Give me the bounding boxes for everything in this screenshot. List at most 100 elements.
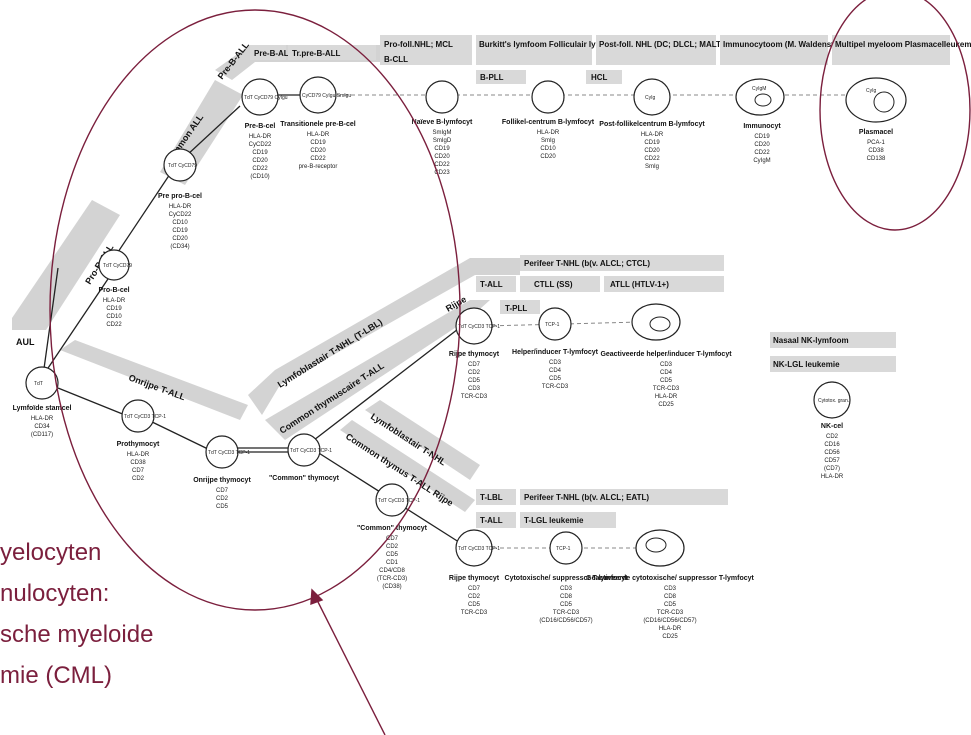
header-perifeer-t-nhl-2: Perifeer T-NHL (b(v. ALCL; EATL) [524, 493, 649, 502]
header-box [476, 489, 516, 505]
marker-lymfoid-stem: CD34 [34, 424, 50, 430]
inner-immunocyt: CyIgM [752, 86, 766, 92]
marker-common-thymocyt-2: CD5 [386, 552, 399, 558]
inner-prothymocyt: TdT CyCD3 TCP-1 [124, 414, 166, 420]
cell-rijpe-thymocyt-2 [455, 529, 493, 567]
header-nasaal-nk: Nasaal NK-lymfoom [773, 336, 849, 345]
header-b-cll: B-CLL [384, 55, 408, 64]
marker-common-thymocyt-2: CD7 [386, 536, 399, 542]
marker-cytotoxic-t: CD8 [560, 594, 573, 600]
nucleus-activated-helper [649, 316, 671, 332]
marker-pre-pro-b: CD19 [172, 228, 188, 234]
marker-follicular-b: CD20 [540, 154, 556, 160]
header-box [832, 35, 950, 65]
cell-label-post-follicular-b: Post-follikelcentrum B-lymfocyt [599, 121, 705, 128]
marker-cytotoxic-t: (CD16/CD56/CD57) [539, 618, 592, 624]
header-post-foll-nhl: Post-foll. NHL (DC; DLCL; MALT; SLVL) [599, 40, 748, 49]
marker-activated-helper: CD4 [660, 370, 673, 376]
marker-transitional: CD19 [310, 140, 326, 146]
marker-pro-b: CD19 [106, 306, 122, 312]
marker-rijpe-thymocyt-1: CD3 [468, 386, 481, 392]
header-box [476, 512, 516, 528]
annotation-line-4: mie (CML) [0, 662, 112, 689]
marker-onrijpe-thymocyt: CD7 [216, 488, 229, 494]
marker-activated-helper: CD3 [660, 362, 673, 368]
marker-naive-b: CD19 [434, 146, 450, 152]
cell-nk [813, 381, 851, 419]
cell-label-prothymocyt: Prothymocyt [117, 441, 160, 448]
header-t-all-1: T-ALL [480, 280, 503, 289]
highlight-ellipse-large [49, 9, 461, 611]
header-box [586, 70, 622, 84]
marker-activated-helper: HLA-DR [655, 394, 678, 400]
header-box [288, 45, 376, 60]
marker-helper-t: TCR-CD3 [542, 384, 569, 390]
marker-rijpe-thymocyt-2: CD2 [468, 594, 481, 600]
marker-onrijpe-thymocyt: CD5 [216, 504, 229, 510]
inner-pre-b: TdT CyCD79 CyIgu [244, 95, 288, 101]
band-label-aul: AUL [16, 337, 35, 347]
cell-cytotoxic-t [549, 531, 583, 565]
marker-pro-b: HLA-DR [103, 298, 126, 304]
marker-common-thymocyt-2: (TCR-CD3) [377, 576, 407, 582]
header-atll: ATLL (HTLV-1+) [610, 280, 669, 289]
nucleus-activated-cytotoxic [645, 537, 667, 553]
marker-pre-b: (CD10) [250, 174, 269, 180]
header-box [604, 276, 724, 292]
header-burkitt: Burkitt's lymfoom Folliculair lymfoom [479, 40, 622, 49]
marker-pre-pro-b: CyCD22 [169, 212, 192, 218]
inner-common-thymocyt-2: TdT CyCD3 TCP-1 [378, 498, 420, 504]
header-perifeer-t-nhl-1: Perifeer T-NHL (b(v. ALCL; CTCL) [524, 259, 650, 268]
marker-naive-b: SmIgD [433, 138, 452, 144]
cell-helper-t [538, 307, 572, 341]
cell-rijpe-thymocyt-1 [455, 307, 493, 345]
header-immunocytoom: Immunocytoom (M. Waldenström) [723, 40, 852, 49]
marker-plasmacel: CD38 [868, 148, 884, 154]
cell-post-follicular [633, 78, 671, 116]
cell-label-helper-t: Helper/inducer T-lymfocyt [512, 349, 599, 356]
inner-pre-pro-b: TdT CyCD79 [168, 163, 197, 169]
header-box [520, 255, 724, 271]
cell-labels: Lymfoïde stamcelHLA-DRCD34(CD117)Pro-B-c… [13, 119, 894, 640]
marker-immunocyt: CyIgM [753, 158, 770, 164]
marker-pre-pro-b: CD10 [172, 220, 188, 226]
marker-immunocyt: CD19 [754, 134, 770, 140]
marker-plasmacel: CD138 [867, 156, 886, 162]
marker-follicular-b: SmIg [541, 138, 555, 144]
cell-onrijpe-thymocyt [205, 435, 239, 469]
header-t-pll: T-PLL [505, 304, 527, 313]
header-box [770, 332, 896, 348]
marker-pre-b: CD20 [252, 158, 268, 164]
band-t-upper [248, 258, 520, 415]
cell-activated-helper [631, 303, 681, 341]
marker-activated-helper: TCR-CD3 [653, 386, 680, 392]
marker-prothymocyt: CD7 [132, 468, 145, 474]
marker-onrijpe-thymocyt: CD2 [216, 496, 229, 502]
cell-label-naive-b: Naïeve B-lymfocyt [412, 119, 473, 126]
header-box [770, 356, 896, 372]
marker-naive-b: CD20 [434, 154, 450, 160]
header-ctll: CTLL (SS) [534, 280, 573, 289]
disease-headers: Pre-B-ALL Tr.pre-B-ALL Pro-foll.NHL; MCL… [250, 35, 971, 528]
cell-label-transitional: Transitionele pre-B-cel [280, 121, 356, 128]
marker-cytotoxic-t: CD3 [560, 586, 573, 592]
marker-pro-b: CD22 [106, 322, 122, 328]
marker-rijpe-thymocyt-1: TCR-CD3 [461, 394, 488, 400]
marker-common-thymocyt-2: CD2 [386, 544, 399, 550]
marker-pre-pro-b: (CD34) [170, 244, 189, 250]
highlight-ellipse-small [819, 0, 971, 231]
cell-plasmacel [845, 77, 907, 123]
cell-label-onrijpe-thymocyt: Onrijpe thymocyt [193, 477, 251, 484]
cell-label-activated-helper: Geactiveerde helper/inducer T-lymfocyt [600, 351, 732, 358]
marker-cytotoxic-t: TCR-CD3 [553, 610, 580, 616]
marker-cytotoxic-t: CD5 [560, 602, 573, 608]
annotation-line-3: sche myeloide [0, 621, 153, 648]
marker-plasmacel: PCA-1 [867, 140, 885, 146]
header-tr-pre-b-all: Tr.pre-B-ALL [292, 49, 341, 58]
header-box [476, 276, 516, 292]
header-box [520, 512, 616, 528]
cell-label-pre-b: Pre-B-cel [245, 123, 276, 130]
annotation-line-1: yelocyten [0, 539, 101, 566]
cell-inner-texts: TdT TdT CyCD79 TdT CyCD79 TdT CyCD79 CyI… [34, 86, 877, 552]
marker-pre-b: CyCD22 [249, 142, 272, 148]
